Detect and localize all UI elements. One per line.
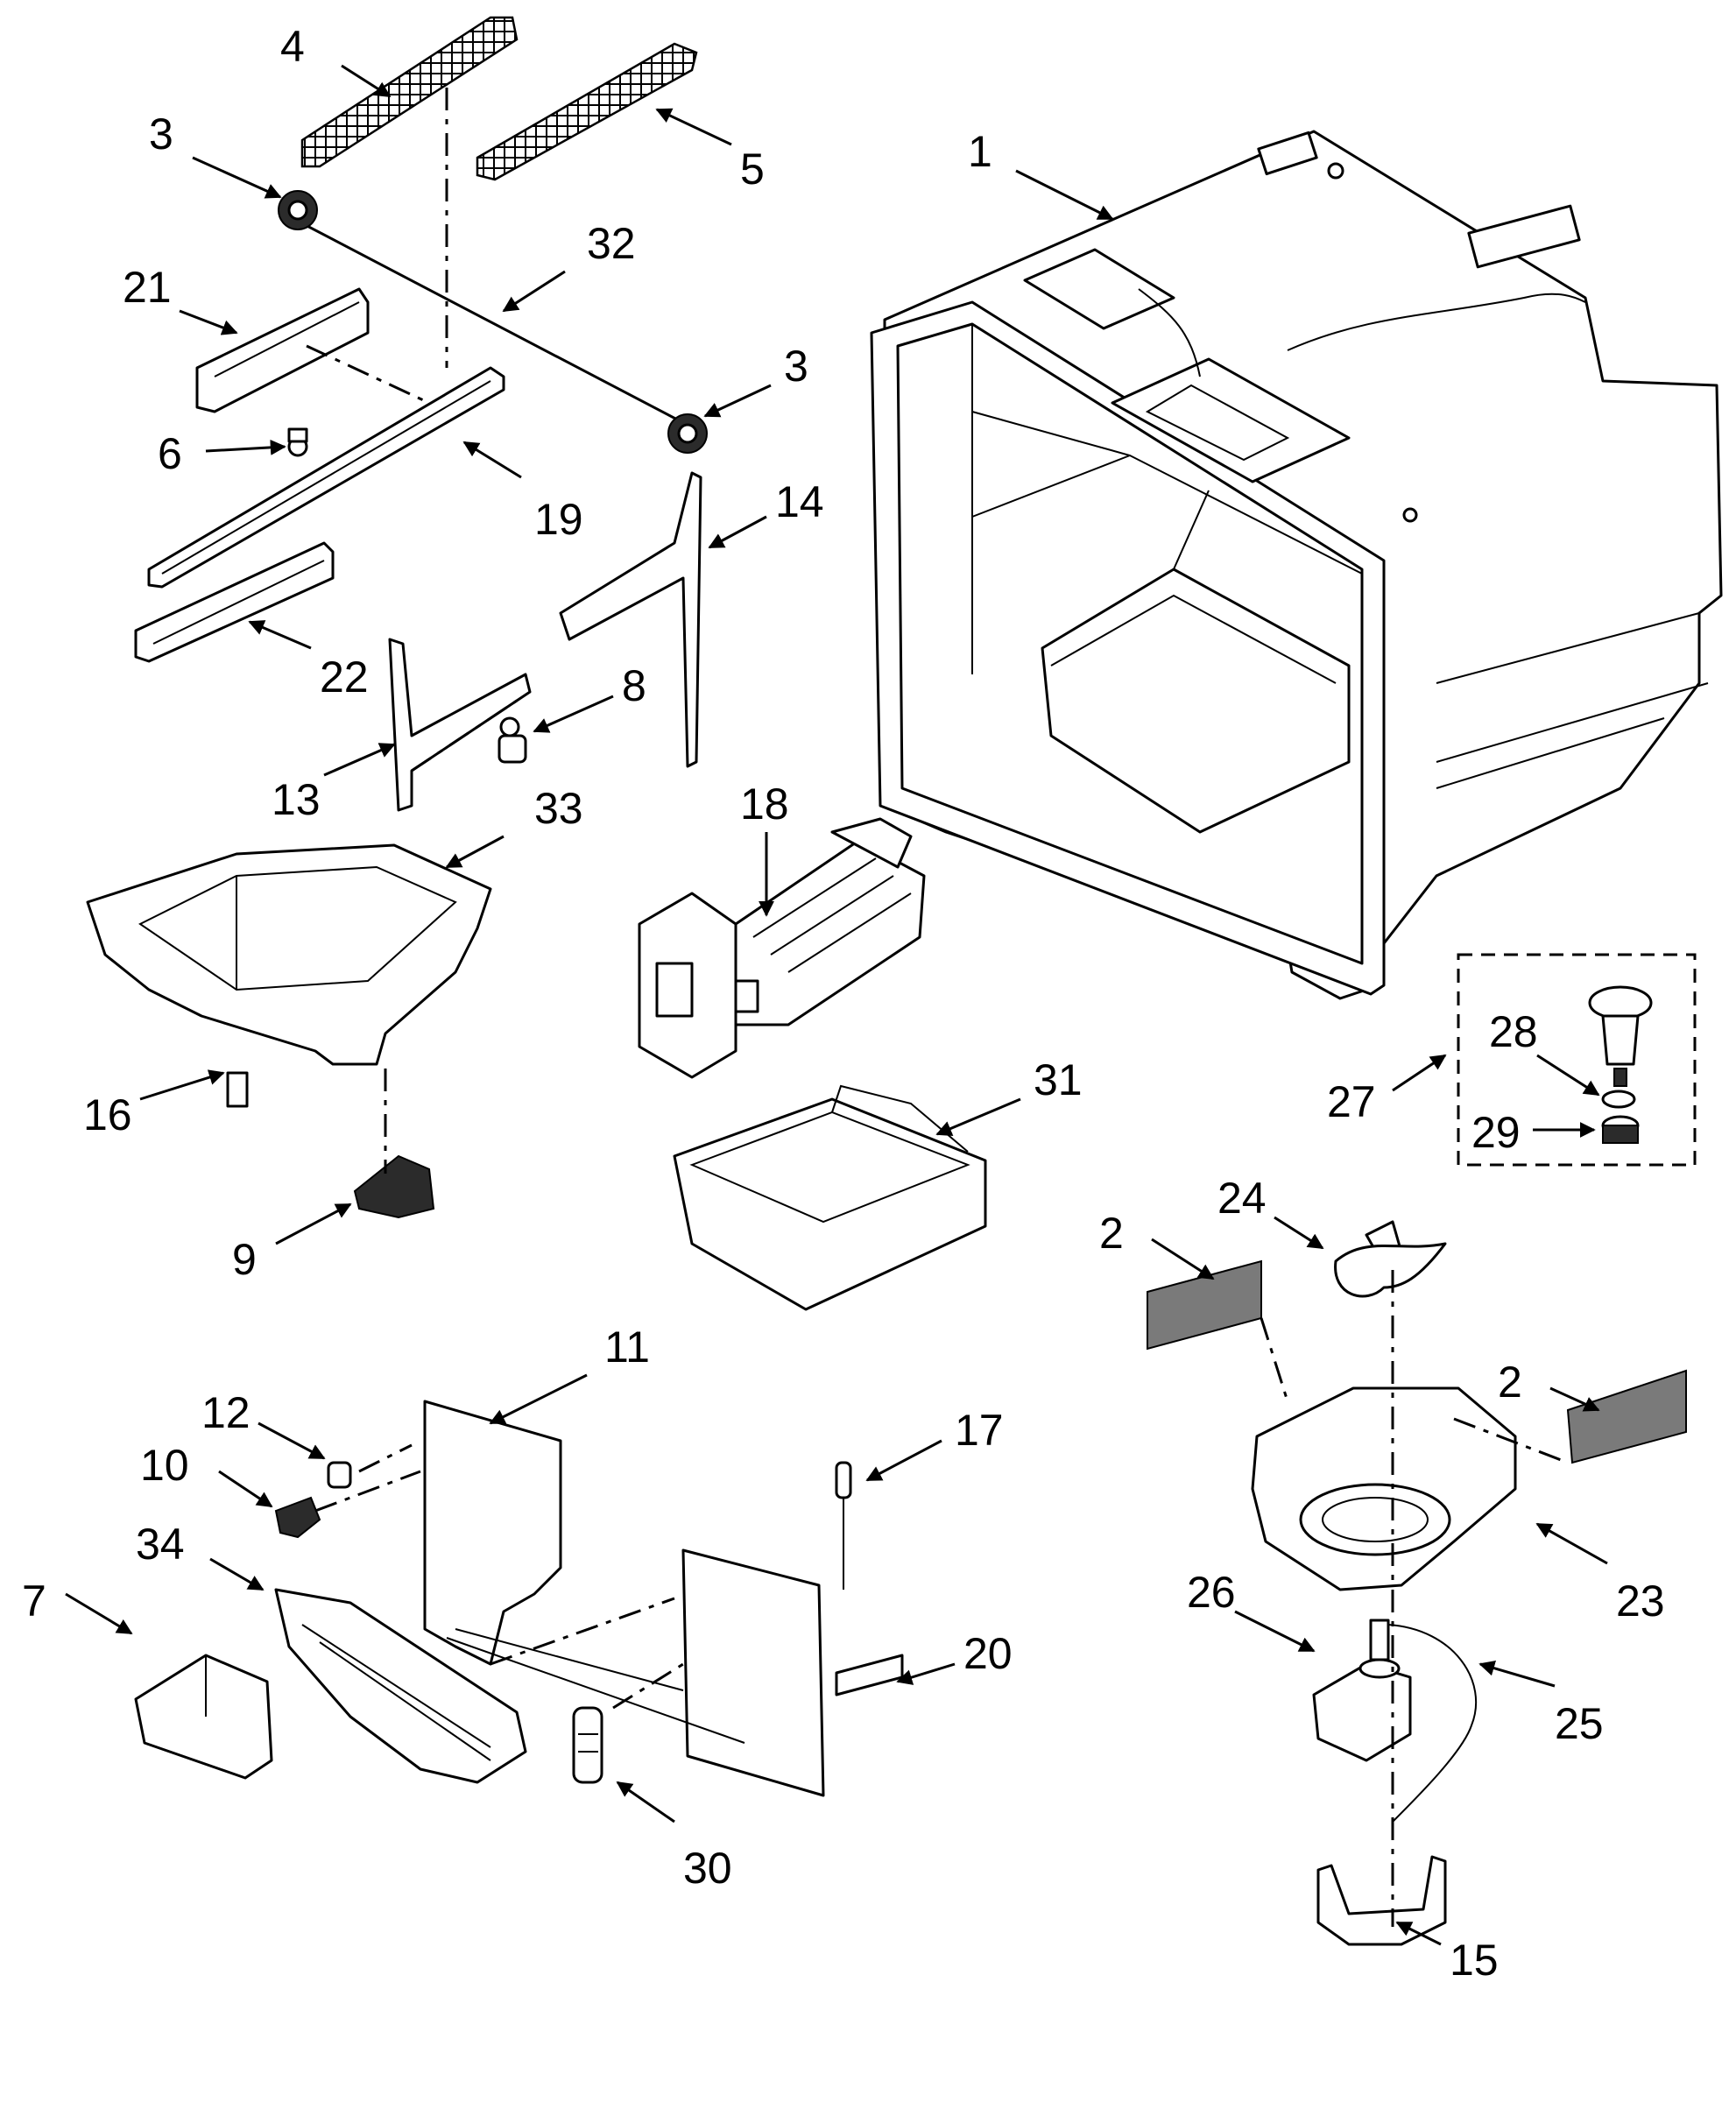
callout-14: 14 [775,477,824,526]
rail-part-4 [300,16,519,168]
callout-10: 10 [140,1441,189,1490]
callout-19: 19 [534,495,583,544]
screw-part-8 [498,716,527,764]
callout-27: 27 [1327,1077,1376,1126]
callout-22: 22 [320,652,369,702]
callout-5: 5 [740,145,765,194]
callout-26: 26 [1187,1568,1236,1617]
callout-12: 12 [201,1388,251,1437]
insulation-part-20 [835,1654,904,1696]
callout-leaders [65,64,1608,1946]
callout-21: 21 [123,263,172,312]
callout-24: 24 [1217,1174,1267,1223]
callout-labels: 1 2 2 3 3 4 5 6 7 8 9 10 11 12 13 14 15 … [22,22,1665,1985]
bracket-part-14 [559,471,702,768]
grille-part-34 [274,1588,527,1784]
pad-part-2-right [1566,1369,1687,1464]
screw-part-12 [327,1461,352,1489]
callout-30: 30 [683,1844,732,1893]
ring-part-28 [1601,1090,1636,1109]
bucket-part-31 [673,1084,987,1311]
callout-13: 13 [272,775,321,824]
slide-part-21 [195,287,370,413]
housing-part-7 [134,1654,273,1780]
clip-part-10 [274,1496,321,1539]
callout-4: 4 [280,22,305,71]
slide-part-22 [134,541,335,663]
callout-17: 17 [955,1406,1004,1455]
motor-part-9 [353,1154,435,1219]
callout-18: 18 [740,779,789,829]
fan-blade-part-24 [1334,1220,1447,1298]
callout-11: 11 [604,1323,650,1372]
callout-16: 16 [83,1090,132,1139]
callout-28: 28 [1489,1007,1538,1056]
bracket-part-13 [388,638,532,812]
callout-2-left: 2 [1099,1209,1124,1258]
callout-7: 7 [22,1576,46,1626]
thermistor-part-17 [835,1461,852,1590]
callout-31: 31 [1034,1055,1083,1104]
callout-32: 32 [587,219,636,268]
gear-part-3-right [667,413,708,454]
mount-bracket-part-15 [1316,1855,1447,1946]
valve-part-27 [1588,985,1653,1087]
rail-part-5 [476,42,698,181]
callout-25: 25 [1555,1699,1604,1748]
axle-part-32 [300,222,681,422]
cap-part-29 [1601,1115,1640,1144]
callout-6: 6 [158,429,182,478]
callout-1: 1 [968,127,992,176]
callout-34: 34 [136,1520,185,1569]
callout-15: 15 [1450,1936,1499,1985]
screw-part-6 [287,427,308,457]
callout-33: 33 [534,784,583,833]
callout-20: 20 [963,1629,1013,1678]
grommet-part-25 [1387,1624,1477,1823]
shroud-part-23 [1251,1386,1517,1591]
callout-29: 29 [1471,1108,1521,1157]
motor-part-26 [1312,1619,1412,1762]
gear-part-3-top [278,190,318,230]
rail-part-19 [147,366,505,589]
cover-part-11 [423,1400,825,1797]
callout-9: 9 [232,1235,257,1284]
alignment-lines [306,88,1569,1927]
tray-part-33 [86,843,492,1066]
callout-3-top: 3 [149,109,173,159]
clip-part-16 [226,1071,249,1108]
filter-part-30 [572,1706,603,1784]
icemaker-part-18 [638,817,926,1079]
kit-boundary-box [1457,953,1697,1167]
callout-23: 23 [1616,1576,1665,1626]
callout-3-right: 3 [784,342,808,391]
freezer-liner-part-1 [870,130,1723,1000]
callout-2-right: 2 [1498,1358,1522,1407]
callout-8: 8 [622,661,646,710]
